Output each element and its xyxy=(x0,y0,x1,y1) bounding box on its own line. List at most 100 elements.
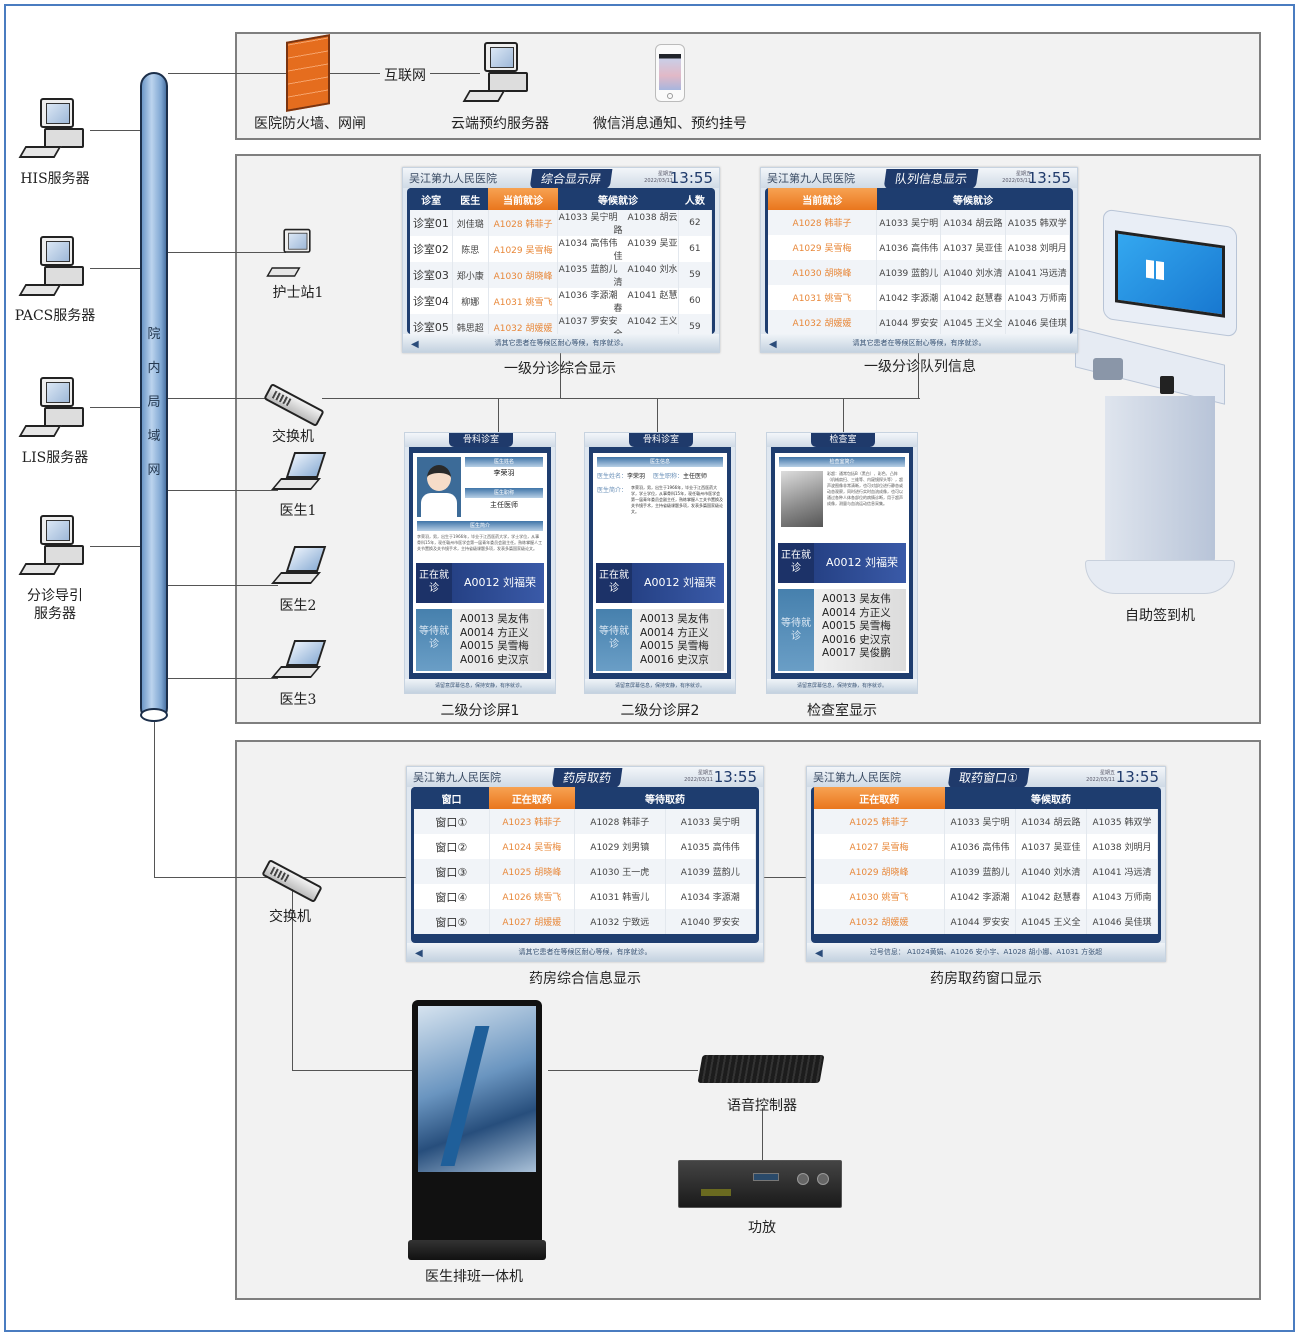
screen-title: 取药窗口① xyxy=(947,768,1030,788)
cell-current: A1032 胡媛媛 xyxy=(488,314,559,334)
cell-count: 59 xyxy=(678,262,713,288)
cell-room: 诊室03 xyxy=(410,262,453,288)
cell-window: 窗口③ xyxy=(414,859,490,884)
cell-room: 诊室05 xyxy=(410,314,453,334)
drop-screen2 xyxy=(918,352,919,398)
cell-waiting: A1038 刘明月 xyxy=(1005,235,1071,260)
cell-waiting: A1042 李源潮 xyxy=(876,285,942,310)
drop-p1 xyxy=(498,398,499,432)
cell-current: A1028 韩菲子 xyxy=(488,210,559,236)
doctor1-label: 医生1 xyxy=(279,503,317,519)
screen1-caption: 一级分诊综合显示 xyxy=(504,361,616,377)
screen-time: 13:55 xyxy=(669,169,713,187)
speaker-icon: ◀ xyxy=(415,948,423,959)
speaker-icon: ◀ xyxy=(411,339,419,350)
internet-link-label: 互联网 xyxy=(380,65,430,85)
portrait-footer: 请留意屏幕信息，保持安静，有序就诊。 xyxy=(585,679,735,693)
link-pharmacy-trunk xyxy=(154,722,155,877)
cell-waiting: A1044 罗安安 xyxy=(944,909,1016,934)
speaker-icon: ◀ xyxy=(769,339,777,350)
col-window: 窗口 xyxy=(414,787,490,809)
voice-controller-icon xyxy=(697,1055,825,1083)
lan-backbone xyxy=(140,72,168,722)
link-switch1 xyxy=(168,398,286,399)
waiting-patient: A0015 吴雪梅 xyxy=(460,640,529,652)
cell-window: 窗口④ xyxy=(414,884,490,909)
lan-backbone-label: 院内局域网 xyxy=(147,327,161,478)
screen-title: 综合显示屏 xyxy=(529,169,613,189)
screen-title: 药房取药 xyxy=(551,768,623,788)
firewall-icon xyxy=(286,34,330,112)
portrait-footer: 请留意屏幕信息，保持安静，有序就诊。 xyxy=(767,679,917,693)
screen-footer: ◀请其它患者在等候区耐心等候，有序就诊。 xyxy=(407,943,763,961)
waiting-patient: A0013 吴友伟 xyxy=(640,613,709,625)
cell-window: 窗口② xyxy=(414,834,490,859)
cell-current: A1031 姚雪飞 xyxy=(768,285,878,310)
cell-waiting: A1034 胡云路 xyxy=(1015,809,1087,834)
cell-window: 窗口⑤ xyxy=(414,909,490,934)
waiting-patient: A0014 方正义 xyxy=(640,626,709,639)
cell-count: 61 xyxy=(678,236,713,262)
doctor-avatar xyxy=(417,457,461,517)
cloud-server-label: 云端预约服务器 xyxy=(451,116,549,132)
link-his xyxy=(90,130,140,131)
cell-waiting: A1039 蓝韵儿 xyxy=(876,260,942,285)
cell-current: A1028 韩菲子 xyxy=(768,210,878,235)
speaker-icon: ◀ xyxy=(815,948,823,959)
screen-time: 13:55 xyxy=(1115,768,1159,786)
link-amp xyxy=(762,1108,763,1163)
pacs-server-icon xyxy=(18,236,92,304)
waiting-2: A1038 胡云路 xyxy=(613,213,678,236)
cell-waiting: A1042 赵慧春 xyxy=(940,285,1006,310)
cell-waiting: A1044 罗安安 xyxy=(876,310,942,334)
link-triage xyxy=(90,546,140,547)
screen-footer: ◀请其它患者在等候区耐心等候，有序就诊。 xyxy=(761,334,1077,352)
col-room: 诊室 xyxy=(410,188,453,210)
nurse-station-icon xyxy=(266,228,325,283)
cell-room: 诊室01 xyxy=(410,210,453,236)
cell-waiting: A1035 韩双学 xyxy=(1005,210,1071,235)
waiting-1: A1033 吴宁明 xyxy=(558,213,618,223)
cell-waiting: A1045 王义全 xyxy=(1015,909,1087,934)
cell-waiting: A1034 胡云路 xyxy=(940,210,1006,235)
lan-backbone-end xyxy=(140,708,168,722)
cell-current: A1029 胡晓峰 xyxy=(814,859,946,884)
cell-current: A1023 韩菲子 xyxy=(489,809,576,834)
link-doctor3 xyxy=(168,678,278,679)
cell-waiting: A1045 王义全 xyxy=(940,310,1006,334)
cell-current: A1027 吴雪梅 xyxy=(814,834,946,859)
cell-waiting: A1036 高伟伟 xyxy=(944,834,1016,859)
info-label-bar: 检查室简介 xyxy=(779,457,905,467)
waiting-patient: A0015 吴雪梅 xyxy=(822,620,891,632)
link-lis xyxy=(90,407,140,408)
cell-room: 诊室04 xyxy=(410,288,453,314)
col-waiting: 等待取药 xyxy=(574,787,756,809)
exam-room-photo xyxy=(781,471,823,527)
cell-waiting: A1031 韩雪儿 xyxy=(574,884,666,909)
cell-waiting: A1037 吴亚佳 xyxy=(940,235,1006,260)
doctor2-label: 医生2 xyxy=(279,598,317,614)
bus-screens xyxy=(322,398,920,399)
